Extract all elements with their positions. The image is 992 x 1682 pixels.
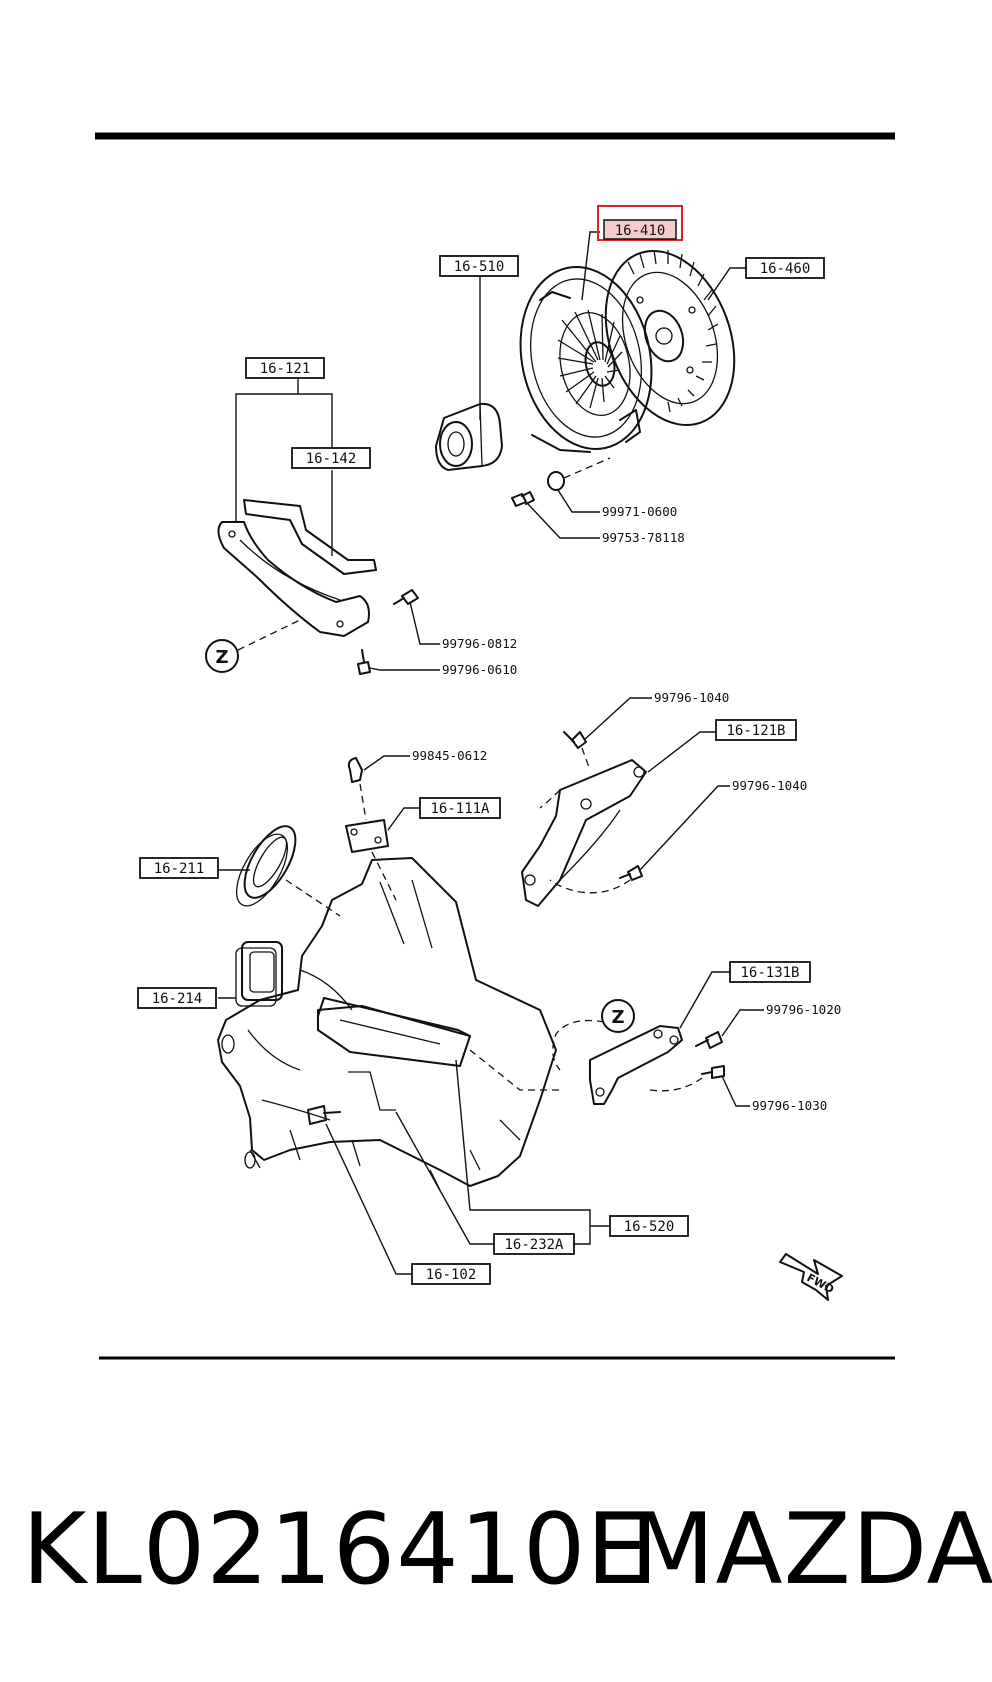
- brand-caption: MAZDA: [630, 1493, 992, 1607]
- callout-16-460-box: [745, 257, 825, 279]
- callout-16-232A[interactable]: 16-232A: [504, 1237, 564, 1253]
- callout-16-211[interactable]: 16-211: [154, 861, 205, 877]
- callout-16-510-box: [439, 255, 519, 277]
- z-marker-right: Z: [611, 1007, 624, 1028]
- callout-16-520-box: [609, 1215, 689, 1237]
- bolt-99796-0610[interactable]: 99796-0610: [442, 662, 517, 677]
- bolt-99796-1020[interactable]: 99796-1020: [766, 1002, 841, 1017]
- z-marker-left-circle: [205, 639, 239, 673]
- callout-16-121B[interactable]: 16-121B: [726, 723, 785, 739]
- bracket-131b-drawing: [552, 1019, 725, 1105]
- bolt-99845-0612[interactable]: 99845-0612: [412, 748, 487, 763]
- bolt-99796-1040-right[interactable]: 99796-1040: [732, 778, 807, 793]
- callout-16-214[interactable]: 16-214: [152, 991, 203, 1007]
- transmission-housing-drawing: [217, 857, 560, 1191]
- bolt-99753-78118[interactable]: 99753-78118: [602, 530, 685, 545]
- clutch-bolt-drawing: [511, 457, 611, 507]
- z-marker-right-circle: [601, 999, 635, 1033]
- callout-16-121-box: [245, 357, 325, 379]
- bracket-121b-drawing: [521, 731, 647, 907]
- dust-cover-drawing: [217, 499, 377, 637]
- callout-16-214-box: [137, 987, 217, 1009]
- callout-16-510[interactable]: 16-510: [454, 259, 505, 275]
- bolt-99971-0600[interactable]: 99971-0600: [602, 504, 677, 519]
- fwd-arrow-icon: [779, 1253, 843, 1301]
- callout-16-410-box: [603, 219, 677, 240]
- callout-16-520[interactable]: 16-520: [624, 1219, 675, 1235]
- release-bearing-drawing: [435, 402, 503, 471]
- callout-16-102[interactable]: 16-102: [426, 1267, 477, 1283]
- callout-16-121[interactable]: 16-121: [260, 361, 311, 377]
- callout-16-111A-box: [419, 797, 501, 819]
- callout-16-460[interactable]: 16-460: [760, 261, 811, 277]
- bolt-99796-1040-top[interactable]: 99796-1040: [654, 690, 729, 705]
- boot-211-drawing: [235, 825, 341, 917]
- clutch-disc-drawing: [604, 249, 736, 427]
- z-marker-left: Z: [215, 647, 228, 668]
- callout-16-142[interactable]: 16-142: [306, 451, 357, 467]
- part-number-caption: KL0216410E: [22, 1493, 650, 1607]
- callout-16-131B[interactable]: 16-131B: [740, 965, 799, 981]
- clutch-cover-drawing: [519, 266, 653, 453]
- callout-16-102-box: [411, 1263, 491, 1285]
- callout-16-131B-box: [729, 961, 811, 983]
- dust-cover-bolts-drawing: [237, 589, 419, 675]
- bolt-99796-1030[interactable]: 99796-1030: [752, 1098, 827, 1113]
- callout-16-211-box: [139, 857, 219, 879]
- callout-16-232A-box: [493, 1233, 575, 1255]
- plate-111a-drawing: [345, 757, 397, 901]
- bolt-99796-0812[interactable]: 99796-0812: [442, 636, 517, 651]
- callout-16-410[interactable]: 16-410: [615, 223, 666, 239]
- callout-16-121B-box: [715, 719, 797, 741]
- callout-16-111A[interactable]: 16-111A: [430, 801, 490, 817]
- callout-16-142-box: [291, 447, 371, 469]
- leader-lines: [218, 231, 764, 1275]
- callout-16-410-highlight: [597, 205, 683, 241]
